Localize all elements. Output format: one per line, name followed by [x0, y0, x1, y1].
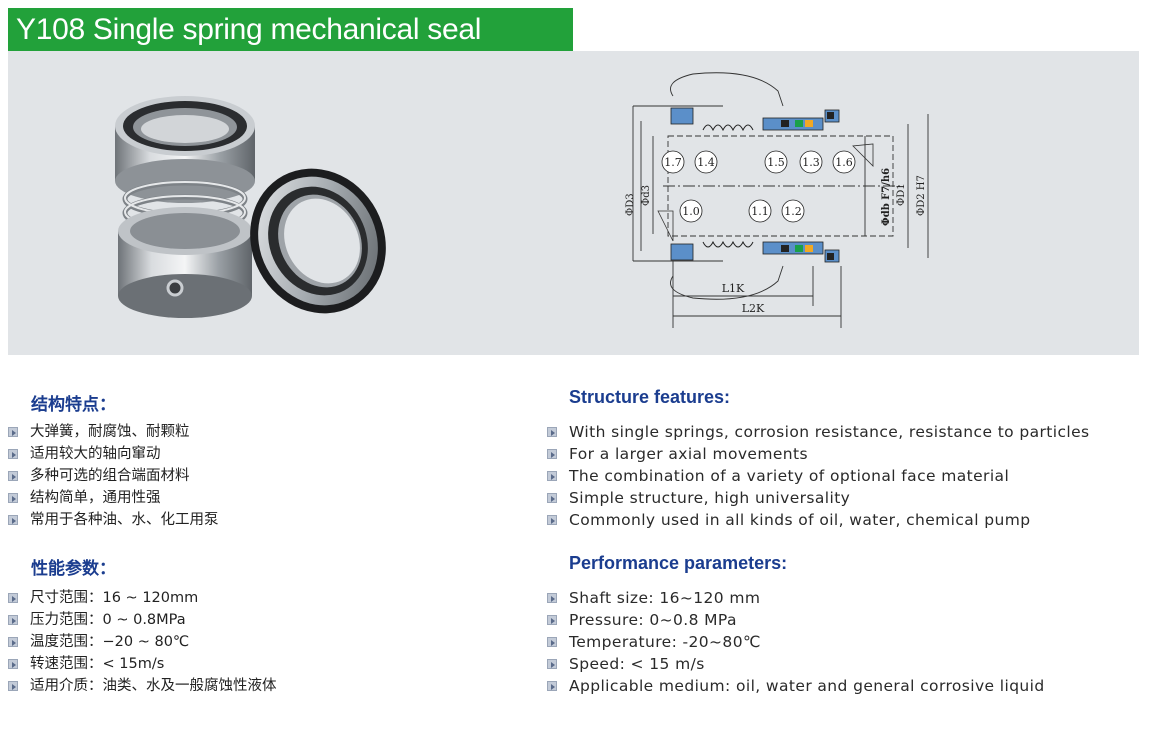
bullet-icon — [8, 493, 18, 503]
list-item: 结构简单，通用性强 — [8, 487, 219, 509]
structure-heading-cn: 结构特点： — [31, 395, 116, 415]
bullet-icon — [547, 471, 557, 481]
bullet-icon — [8, 471, 18, 481]
structure-list-cn: 大弹簧，耐腐蚀、耐颗粒 适用较大的轴向窜动 多种可选的组合端面材料 结构简单，通… — [8, 421, 219, 531]
list-item: 温度范围：−20 ~ 80℃ — [8, 631, 277, 653]
list-item: Applicable medium: oil, water and genera… — [547, 675, 1045, 697]
bullet-icon — [8, 515, 18, 525]
dim-d3-outer: ΦD3 — [625, 193, 636, 216]
seal-cross-section-diagram: 1.7 1.4 1.5 1.3 1.6 1.0 1.1 1.2 L1K L2K … — [625, 72, 929, 328]
dim-l2k: L2K — [742, 302, 765, 315]
list-item: Pressure: 0~0.8 MPa — [547, 609, 1045, 631]
list-item: 压力范围：0 ~ 0.8MPa — [8, 609, 277, 631]
bullet-icon — [547, 493, 557, 503]
label-1-5: 1.5 — [767, 156, 785, 169]
list-item: Shaft size: 16~120 mm — [547, 587, 1045, 609]
dim-d1: ΦD1 — [896, 183, 907, 206]
list-item: For a larger axial movements — [547, 443, 1090, 465]
seal-photo — [115, 96, 386, 318]
performance-heading-cn: 性能参数： — [31, 559, 116, 579]
list-item: With single springs, corrosion resistanc… — [547, 421, 1090, 443]
bullet-icon — [547, 681, 557, 691]
label-1-2: 1.2 — [784, 205, 802, 218]
list-item: Speed: < 15 m/s — [547, 653, 1045, 675]
dim-db: Φdb F7/h6 — [881, 168, 892, 226]
list-item: 尺寸范围：16 ~ 120mm — [8, 587, 277, 609]
bullet-icon — [547, 659, 557, 669]
dim-d2: ΦD2 H7 — [916, 175, 927, 216]
bullet-icon — [8, 659, 18, 669]
list-item: 适用较大的轴向窜动 — [8, 443, 219, 465]
bullet-icon — [547, 427, 557, 437]
bullet-icon — [547, 449, 557, 459]
list-item: Commonly used in all kinds of oil, water… — [547, 509, 1090, 531]
bullet-icon — [8, 593, 18, 603]
list-item: 转速范围：< 15m/s — [8, 653, 277, 675]
list-item: 常用于各种油、水、化工用泵 — [8, 509, 219, 531]
bullet-icon — [8, 637, 18, 647]
bullet-icon — [547, 515, 557, 525]
structure-heading-en: Structure features: — [569, 387, 731, 407]
label-1-1: 1.1 — [751, 205, 769, 218]
dim-d3-inner: Φd3 — [641, 185, 652, 206]
product-panel: 1.7 1.4 1.5 1.3 1.6 1.0 1.1 1.2 L1K L2K … — [8, 51, 1139, 355]
bullet-icon — [8, 427, 18, 437]
label-1-3: 1.3 — [802, 156, 820, 169]
performance-heading-en: Performance parameters: — [569, 553, 788, 573]
bullet-icon — [547, 637, 557, 647]
page-title: Y108 Single spring mechanical seal — [8, 8, 573, 51]
bullet-icon — [8, 615, 18, 625]
dim-l1k: L1K — [722, 282, 745, 295]
list-item: 大弹簧，耐腐蚀、耐颗粒 — [8, 421, 219, 443]
list-item: 多种可选的组合端面材料 — [8, 465, 219, 487]
label-1-6: 1.6 — [835, 156, 853, 169]
bullet-icon — [8, 449, 18, 459]
label-1-4: 1.4 — [697, 156, 715, 169]
bullet-icon — [547, 593, 557, 603]
bullet-icon — [8, 681, 18, 691]
label-1-0: 1.0 — [682, 205, 700, 218]
list-item: 适用介质：油类、水及一般腐蚀性液体 — [8, 675, 277, 697]
structure-list-en: With single springs, corrosion resistanc… — [547, 421, 1090, 531]
list-item: Simple structure, high universality — [547, 487, 1090, 509]
list-item: Temperature: -20~80℃ — [547, 631, 1045, 653]
list-item: The combination of a variety of optional… — [547, 465, 1090, 487]
performance-list-en: Shaft size: 16~120 mm Pressure: 0~0.8 MP… — [547, 587, 1045, 697]
bullet-icon — [547, 615, 557, 625]
label-1-7: 1.7 — [664, 156, 682, 169]
performance-list-cn: 尺寸范围：16 ~ 120mm 压力范围：0 ~ 0.8MPa 温度范围：−20… — [8, 587, 277, 697]
